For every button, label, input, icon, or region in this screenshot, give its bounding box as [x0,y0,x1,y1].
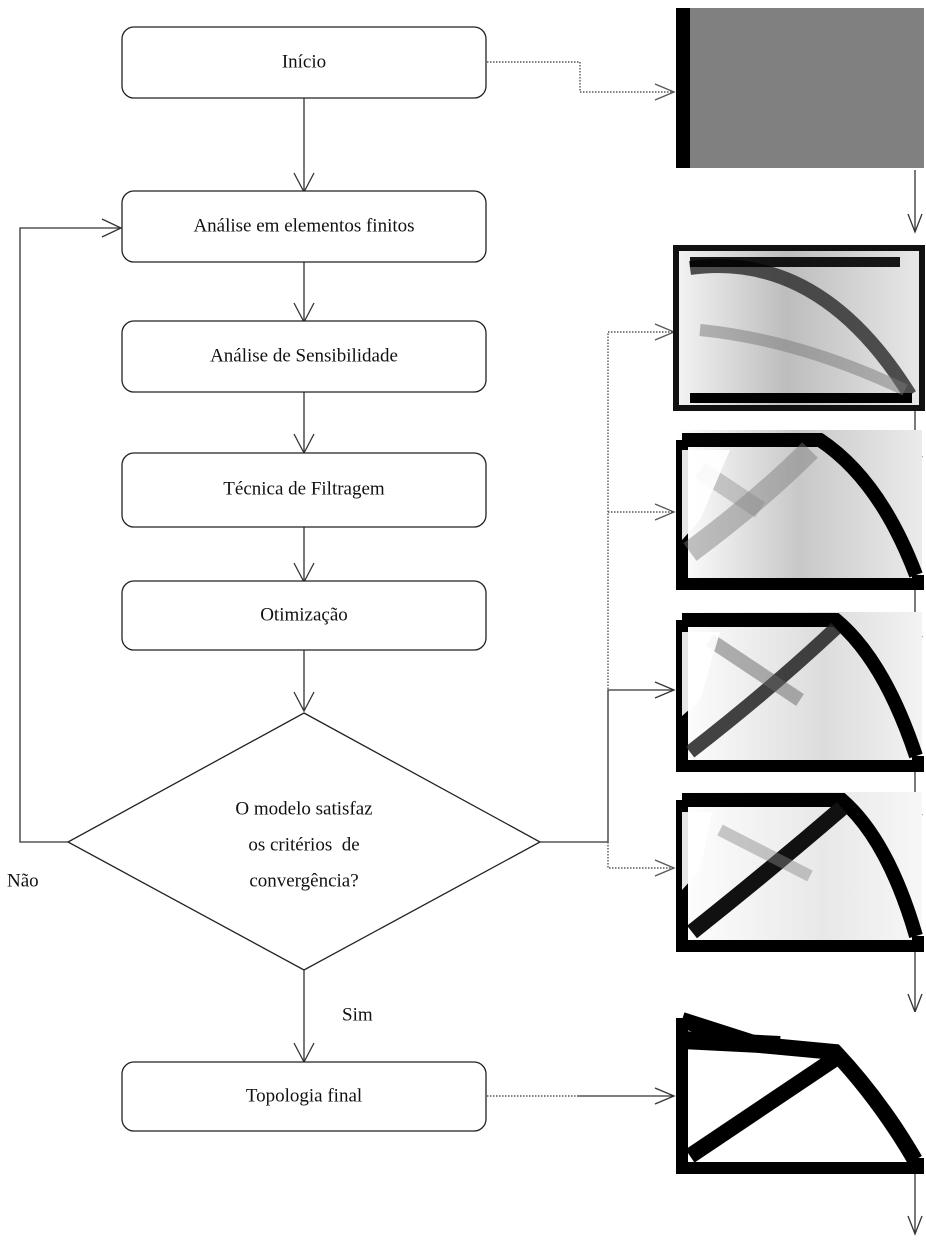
finite-element-analysis-node: Análise em elementos finitos [121,190,487,263]
sensitivity-analysis-node: Análise de Sensibilidade [121,320,487,393]
final-topology-node: Topologia final [121,1061,487,1132]
optimization-label: Otimização [260,604,348,625]
decision-line-1: O modelo satisfaz [235,798,372,819]
convergence-decision-node: O modelo satisfaz os critérios de conver… [66,712,542,971]
start-label: Início [282,51,326,72]
topology-iteration-4-image [676,792,924,952]
final-topology-label: Topologia final [246,1085,362,1106]
flow-edges [19,61,923,1236]
yes-branch-label: Sim [342,1004,373,1025]
sensitivity-analysis-label: Análise de Sensibilidade [210,345,398,366]
topology-iteration-2-image [676,430,924,590]
start-node: Início [121,26,487,99]
filtering-technique-node: Técnica de Filtragem [121,452,487,528]
topology-final-image [676,1012,924,1174]
topology-iteration-3-image [676,612,924,772]
decision-line-3: convergência? [249,870,358,891]
no-branch-label: Não [7,870,39,891]
decision-line-2: os critérios de [248,834,359,855]
finite-element-analysis-label: Análise em elementos finitos [193,215,414,236]
topology-initial-image [676,8,924,168]
topology-iteration-1-image [673,245,925,411]
filtering-technique-label: Técnica de Filtragem [223,478,385,499]
optimization-node: Otimização [121,580,487,651]
